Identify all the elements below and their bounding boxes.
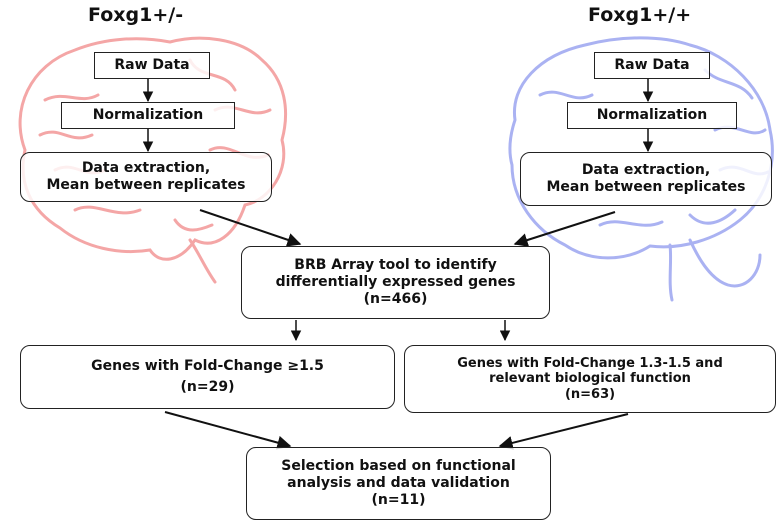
right-raw-data-label: Raw Data: [614, 57, 690, 74]
fold-high-line1: Genes with Fold-Change ≥1.5: [91, 358, 324, 375]
arrow-fold-high-to-selection: [164, 411, 292, 450]
fold-change-high-box: Genes with Fold-Change ≥1.5 (n=29): [20, 345, 395, 409]
fold-mid-count: (n=63): [564, 386, 616, 402]
right-extraction-line1: Data extraction,: [581, 162, 711, 179]
selection-line1: Selection based on functional: [281, 458, 516, 475]
right-normalization-label: Normalization: [596, 107, 708, 124]
right-normalization-box: Normalization: [567, 102, 737, 129]
arrow-right-extract-to-brb: [513, 211, 616, 247]
right-extraction-line2: Mean between replicates: [546, 179, 746, 195]
left-group-title: Foxg1+/-: [88, 4, 184, 26]
arrow-fold-mid-to-selection: [498, 413, 629, 450]
fold-high-count: (n=29): [180, 379, 235, 395]
right-data-extraction-box: Data extraction, Mean between replicates: [520, 152, 772, 206]
selection-line2: analysis and data validation: [287, 475, 510, 492]
left-raw-data-label: Raw Data: [114, 57, 190, 74]
left-normalization-box: Normalization: [61, 102, 235, 129]
right-group-title: Foxg1+/+: [588, 4, 692, 26]
right-raw-data-box: Raw Data: [594, 52, 710, 79]
brb-line1: BRB Array tool to identify: [294, 257, 497, 274]
selection-count: (n=11): [371, 491, 426, 508]
arrow-left-extract-to-brb: [199, 209, 302, 247]
selection-box: Selection based on functional analysis a…: [246, 447, 551, 520]
brb-array-tool-box: BRB Array tool to identify differentiall…: [241, 246, 550, 319]
left-extraction-line2: Mean between replicates: [46, 177, 246, 193]
left-raw-data-box: Raw Data: [94, 52, 210, 79]
brb-line2: differentially expressed genes: [275, 274, 516, 291]
fold-mid-line1: Genes with Fold-Change 1.3-1.5 and: [457, 355, 723, 371]
fold-mid-line2: relevant biological function: [489, 371, 691, 387]
right-brain-illustration: [508, 36, 774, 302]
left-extraction-line1: Data extraction,: [81, 160, 211, 177]
left-normalization-label: Normalization: [92, 107, 204, 124]
fold-change-mid-box: Genes with Fold-Change 1.3-1.5 and relev…: [404, 345, 776, 413]
left-data-extraction-box: Data extraction, Mean between replicates: [20, 152, 272, 202]
brb-count: (n=466): [363, 290, 428, 307]
